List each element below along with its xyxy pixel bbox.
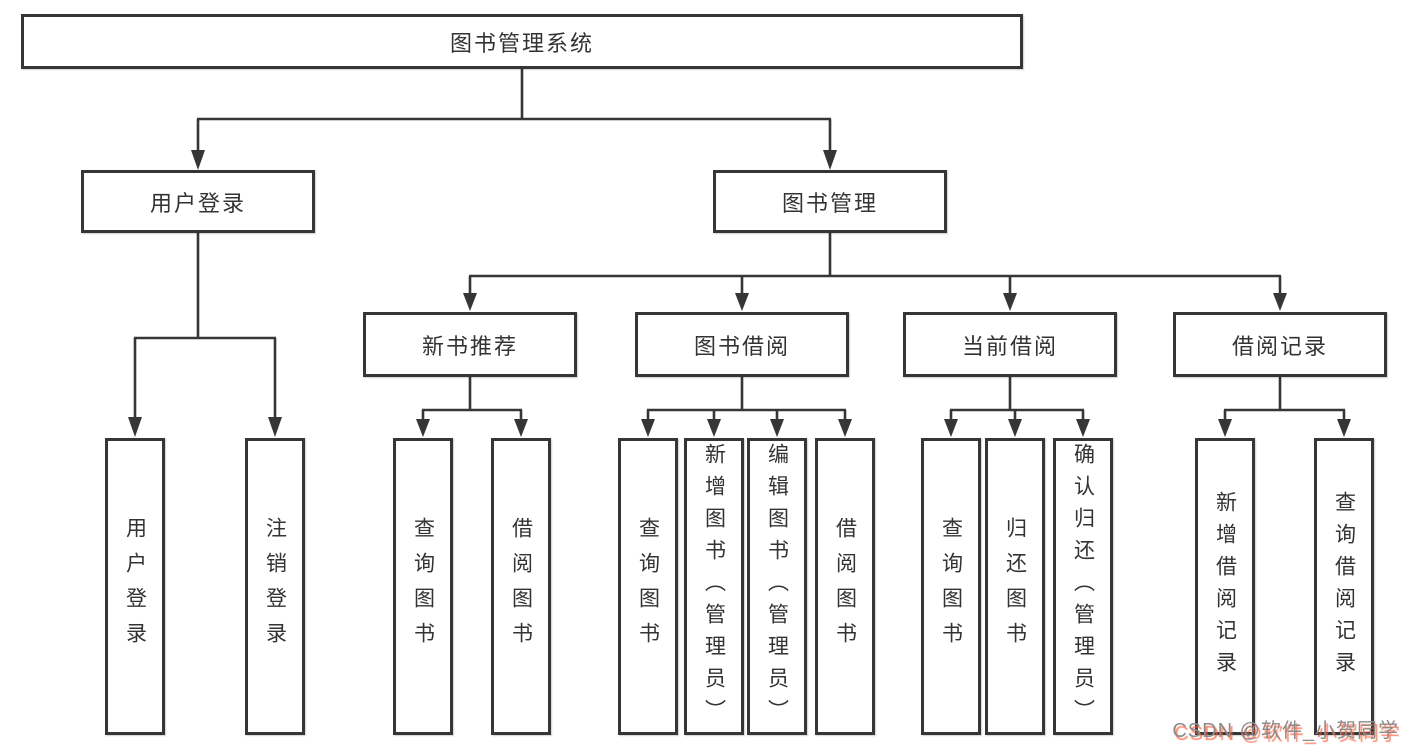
- leaf-query-books-current: 查询图书: [921, 438, 981, 735]
- arrowhead: [735, 293, 749, 311]
- connector-user-login-children: [133, 232, 277, 420]
- node-book-management: 图书管理: [713, 170, 947, 233]
- arrowhead: [838, 419, 852, 437]
- connector-current-borrowing-children: [949, 376, 1085, 421]
- node-book-borrowing: 图书借阅: [635, 312, 849, 377]
- arrowhead: [1337, 419, 1351, 437]
- node-label: 新书推荐: [421, 333, 518, 359]
- node-label: 图书借阅: [693, 333, 790, 359]
- arrowhead: [514, 419, 528, 437]
- arrowhead: [191, 150, 205, 170]
- node-label: 借阅记录: [1231, 333, 1328, 359]
- node-root-system: 图书管理系统: [21, 14, 1023, 69]
- leaf-query-books-recommend: 查询图书: [393, 438, 453, 735]
- node-user-login: 用户登录: [81, 170, 315, 233]
- connector-new-book-children: [421, 376, 523, 421]
- connector-lines: [133, 69, 1346, 421]
- node-label: 编辑图书（管理员）: [765, 442, 789, 731]
- leaf-confirm-return-admin: 确认归还（管理员）: [1053, 438, 1113, 735]
- node-label: 归还图书: [1003, 516, 1027, 657]
- node-label: 当前借阅: [961, 333, 1058, 359]
- arrowhead: [463, 293, 477, 311]
- arrowhead: [268, 417, 282, 437]
- leaf-query-books-borrowing: 查询图书: [618, 438, 678, 735]
- node-label: 借阅图书: [509, 516, 533, 657]
- leaf-query-borrow-record: 查询借阅记录: [1314, 438, 1374, 735]
- node-label: 查询图书: [636, 516, 660, 657]
- node-label: 新增借阅记录: [1213, 490, 1237, 683]
- node-label: 查询图书: [939, 516, 963, 657]
- node-label: 查询借阅记录: [1332, 490, 1356, 683]
- node-label: 图书管理系统: [449, 30, 594, 56]
- connector-records-children: [1223, 376, 1346, 421]
- node-label: 确认归还（管理员）: [1071, 442, 1095, 731]
- leaf-add-borrow-record: 新增借阅记录: [1195, 438, 1255, 735]
- node-current-borrowing: 当前借阅: [903, 312, 1117, 377]
- node-label: 用户登录: [123, 516, 147, 657]
- leaf-logout: 注销登录: [245, 438, 305, 735]
- leaf-edit-books-admin: 编辑图书（管理员）: [747, 438, 807, 735]
- arrowhead: [1076, 419, 1090, 437]
- node-label: 注销登录: [263, 516, 287, 657]
- arrowhead: [1218, 419, 1232, 437]
- node-label: 借阅图书: [833, 516, 857, 657]
- arrowhead: [1273, 293, 1287, 311]
- leaf-borrow-books-recommend: 借阅图书: [491, 438, 551, 735]
- arrowhead: [416, 419, 430, 437]
- leaf-return-books: 归还图书: [985, 438, 1045, 735]
- csdn-watermark: CSDN @软件_小贺同学: [1172, 720, 1399, 742]
- leaf-borrow-books-borrowing: 借阅图书: [815, 438, 875, 735]
- connector-root-to-level2: [196, 69, 832, 152]
- arrowhead: [1003, 293, 1017, 311]
- connector-book-borrowing-children: [646, 376, 847, 421]
- node-label: 查询图书: [411, 516, 435, 657]
- node-label: 图书管理: [781, 190, 878, 216]
- arrowhead: [770, 419, 784, 437]
- node-new-book-recommendation: 新书推荐: [363, 312, 577, 377]
- node-label: 用户登录: [149, 190, 246, 216]
- leaf-add-books-admin: 新增图书（管理员）: [684, 438, 744, 735]
- leaf-user-login: 用户登录: [105, 438, 165, 735]
- arrowhead: [707, 419, 721, 437]
- arrowhead: [1008, 419, 1022, 437]
- arrowhead: [823, 150, 837, 170]
- arrowheads: [128, 150, 1351, 437]
- node-borrowing-records: 借阅记录: [1173, 312, 1387, 377]
- connector-book-management-to-level3: [468, 232, 1282, 295]
- arrowhead: [128, 417, 142, 437]
- arrowhead: [944, 419, 958, 437]
- node-label: 新增图书（管理员）: [702, 442, 726, 731]
- arrowhead: [641, 419, 655, 437]
